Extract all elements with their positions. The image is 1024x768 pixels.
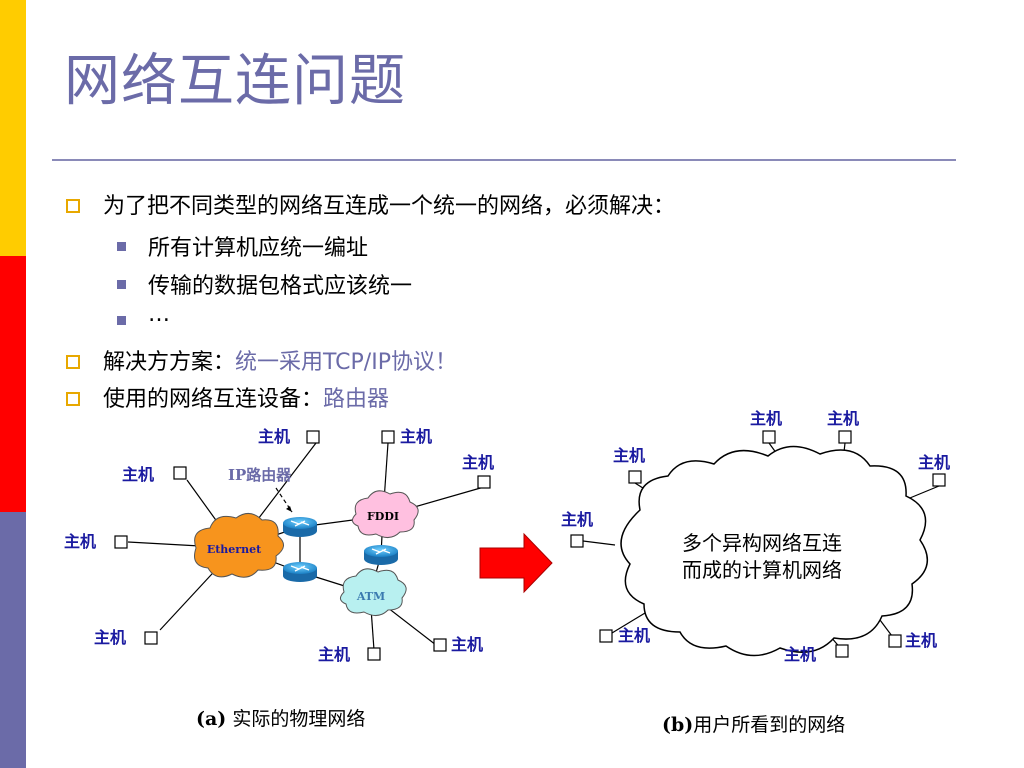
bullet-3: 使用的网络互连设备：路由器 xyxy=(103,381,389,413)
host-node: 主机 xyxy=(918,453,950,487)
caption-a: (a) 实际的物理网络 xyxy=(196,708,365,730)
router-pointer-arrowhead xyxy=(286,506,292,512)
transform-arrow-icon xyxy=(479,532,553,594)
caption-b: (b)用户所看到的网络 xyxy=(662,714,845,736)
svg-text:主机: 主机 xyxy=(400,427,432,446)
host-node: 主机 xyxy=(613,446,645,484)
fddi-label: FDDI xyxy=(367,510,399,523)
cloud-text-line1: 多个异构网络互连 xyxy=(682,531,842,555)
svg-text:主机: 主机 xyxy=(94,628,126,647)
host-node: 主机 xyxy=(318,645,381,664)
network-cloud: 多个异构网络互连 而成的计算机网络 xyxy=(620,445,929,657)
bullet-square-icon xyxy=(66,355,80,369)
host-node: 主机 xyxy=(122,465,187,484)
svg-text:主机: 主机 xyxy=(462,453,494,472)
router-icon xyxy=(283,562,317,582)
router-icon xyxy=(364,545,398,565)
host-node: 主机 xyxy=(599,626,650,645)
svg-text:主机: 主机 xyxy=(561,510,593,529)
host-node: 主机 xyxy=(888,631,937,650)
ip-router-label: IP路由器 xyxy=(228,466,292,484)
bullet-square-icon xyxy=(66,199,80,213)
side-bar-red xyxy=(0,256,26,512)
svg-text:主机: 主机 xyxy=(905,631,937,650)
atm-cloud: ATM xyxy=(340,568,407,616)
slide-title: 网络互连问题 xyxy=(64,49,406,114)
host-node: 主机 xyxy=(381,427,432,446)
host-node: 主机 xyxy=(94,628,158,647)
fddi-cloud: FDDI xyxy=(352,490,419,538)
ethernet-label: Ethernet xyxy=(207,543,262,556)
bullet-1: 为了把不同类型的网络互连成一个统一的网络，必须解决： xyxy=(103,194,676,219)
svg-text:主机: 主机 xyxy=(318,645,350,664)
ethernet-cloud: Ethernet xyxy=(194,513,284,578)
svg-text:主机: 主机 xyxy=(750,409,782,428)
svg-text:主机: 主机 xyxy=(122,465,154,484)
sub-bullet-1: 所有计算机应统一编址 xyxy=(148,236,369,261)
cloud-text-line2: 而成的计算机网络 xyxy=(682,558,842,582)
svg-text:主机: 主机 xyxy=(613,446,645,465)
svg-text:主机: 主机 xyxy=(258,427,290,446)
bullet-3-highlight: 路由器 xyxy=(323,387,390,412)
router-icon xyxy=(283,517,317,537)
host-node: 主机 xyxy=(827,409,859,444)
atm-label: ATM xyxy=(356,590,385,603)
sub-bullet-2: 传输的数据包格式应该统一 xyxy=(148,274,413,299)
host-node: 主机 xyxy=(561,510,593,548)
bullet-2-prefix: 解决方方案： xyxy=(103,350,236,375)
svg-text:主机: 主机 xyxy=(827,409,859,428)
host-node: 主机 xyxy=(750,409,782,444)
title-divider xyxy=(52,159,956,161)
svg-text:主机: 主机 xyxy=(618,626,650,645)
svg-text:主机: 主机 xyxy=(64,532,96,551)
side-bar-purple xyxy=(0,512,26,768)
bullet-2: 解决方方案：统一采用TCP/IP协议！ xyxy=(103,344,457,376)
svg-text:主机: 主机 xyxy=(918,453,950,472)
sub-bullet-icon xyxy=(117,242,126,251)
host-node: 主机 xyxy=(433,635,483,654)
svg-text:主机: 主机 xyxy=(451,635,483,654)
side-bar-yellow xyxy=(0,0,26,256)
host-node: 主机 xyxy=(64,532,128,551)
sub-bullet-3: … xyxy=(148,302,170,327)
host-node: 主机 xyxy=(784,644,849,664)
bullet-square-icon xyxy=(66,392,80,406)
host-node: 主机 xyxy=(258,427,320,446)
bullet-3-prefix: 使用的网络互连设备： xyxy=(103,387,324,412)
host-node: 主机 xyxy=(462,453,494,489)
svg-text:主机: 主机 xyxy=(784,645,816,664)
sub-bullet-icon xyxy=(117,280,126,289)
bullet-2-highlight: 统一采用TCP/IP协议！ xyxy=(235,350,457,375)
sub-bullet-icon xyxy=(117,316,126,325)
